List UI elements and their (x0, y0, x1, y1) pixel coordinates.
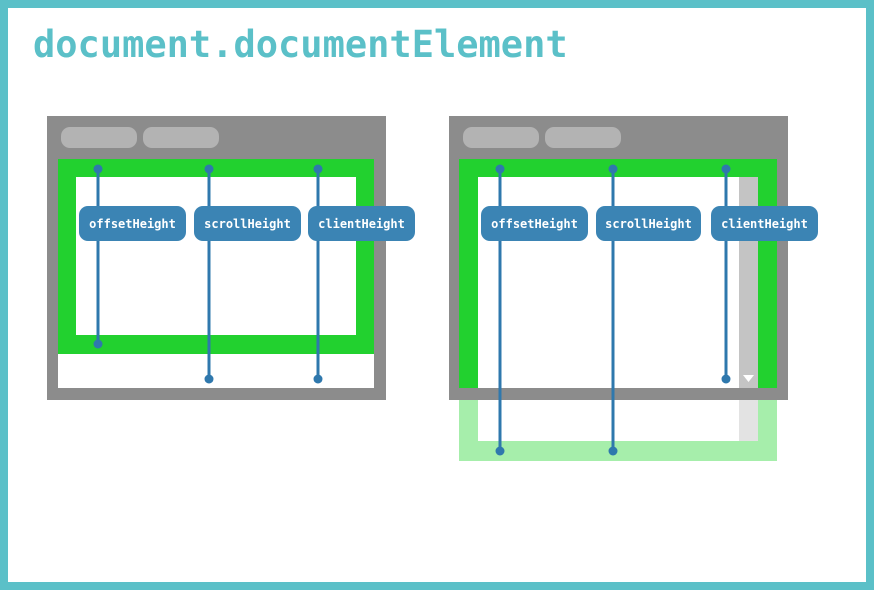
browser-tab-2 (545, 127, 621, 148)
measure-client-height: clientHeight (711, 164, 818, 384)
measure-client-height: clientHeight (308, 164, 415, 384)
measure-endpoint-top (721, 164, 731, 174)
measure-label: clientHeight (721, 217, 808, 231)
measure-label: offsetHeight (89, 217, 176, 231)
measure-endpoint-bottom (721, 374, 731, 384)
measure-label: clientHeight (318, 217, 405, 231)
measure-label-badge (308, 206, 415, 241)
measure-label-badge (711, 206, 818, 241)
measure-offset-height: offsetHeight (79, 164, 186, 349)
browser-tab-1 (61, 127, 137, 148)
measure-label: offsetHeight (491, 217, 578, 231)
measure-label: scrollHeight (204, 217, 291, 231)
scrollbar-track-overflow (739, 395, 758, 441)
browser-tab-2 (143, 127, 219, 148)
measure-endpoint-bottom (93, 339, 103, 349)
element-content-overflow (478, 395, 758, 441)
diagram-content-fits: offsetHeight scrollHeight clientHeight (47, 116, 415, 400)
measure-endpoint-bottom (313, 374, 323, 384)
browser-tab-1 (463, 127, 539, 148)
measure-offset-height: offsetHeight (481, 164, 588, 456)
page-title: document.documentElement (33, 23, 568, 66)
measure-endpoint-bottom (495, 446, 505, 456)
measure-label-badge (481, 206, 588, 241)
diagram-content-overflows: offsetHeight scrollHeight clientHeight (449, 116, 818, 461)
measure-endpoint-top (204, 164, 214, 174)
measure-endpoint-top (495, 164, 505, 174)
measure-endpoint-top (93, 164, 103, 174)
measure-label: scrollHeight (605, 217, 692, 231)
measure-endpoint-bottom (204, 374, 214, 384)
measure-endpoint-bottom (608, 446, 618, 456)
measure-endpoint-top (608, 164, 618, 174)
measure-label-badge (194, 206, 301, 241)
element-content (76, 177, 356, 335)
measure-label-badge (596, 206, 701, 241)
triangle-down-icon (743, 375, 754, 382)
measure-scroll-height: scrollHeight (194, 164, 301, 384)
measure-scroll-height: scrollHeight (596, 164, 701, 456)
measure-endpoint-top (313, 164, 323, 174)
measure-label-badge (79, 206, 186, 241)
